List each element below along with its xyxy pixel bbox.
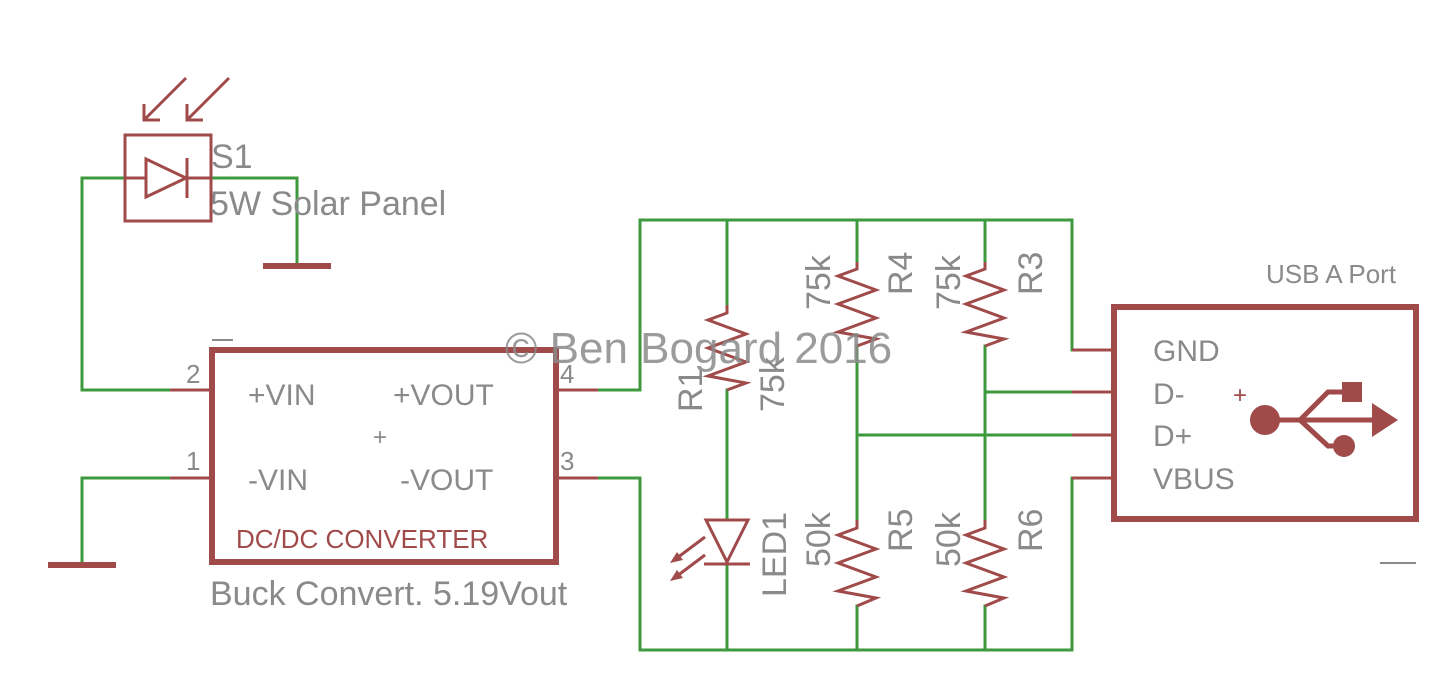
resistor-r1-zigzag	[702, 305, 752, 392]
resistor-r6-zigzag	[960, 520, 1010, 608]
resistor-r3-value: 75k	[930, 254, 968, 310]
wires	[80, 176, 1115, 652]
resistor-r3-ref: R3	[1012, 252, 1050, 295]
led-ref: LED1	[756, 512, 794, 597]
usb-pin-label-gnd: GND	[1153, 335, 1220, 368]
copyright-watermark: © Ben Bogard 2016	[505, 324, 892, 373]
usb-body	[1111, 304, 1419, 522]
led-1[interactable]: LED1	[670, 512, 794, 597]
pin-label-vin-pos: +VIN	[248, 379, 316, 412]
solar-diode-triangle	[144, 156, 190, 200]
resistor-r6[interactable]: 50k R6	[930, 509, 1050, 608]
dc-dc-converter[interactable]: 2 1 4 3 +VIN -VIN +VOUT -VOUT + DC/DC CO…	[170, 339, 598, 613]
wire-solar-to-vin	[80, 176, 172, 392]
solar-panel[interactable]: S1 5W Solar Panel	[123, 76, 446, 223]
usb-pin-label-d-plus: D+	[1153, 420, 1192, 453]
led-triangle	[703, 518, 751, 566]
usb-origin-mark: +	[1233, 382, 1247, 409]
pin-label-vout-pos: +VOUT	[393, 379, 494, 412]
usb-a-port[interactable]: USB A Port GND D- D+ VBUS +	[1072, 259, 1419, 564]
converter-body	[209, 347, 559, 565]
resistor-r5-ref: R5	[882, 509, 920, 552]
usb-logo-icon	[1250, 382, 1398, 457]
resistor-r6-ref: R6	[1012, 509, 1050, 552]
converter-value: Buck Convert. 5.19Vout	[210, 575, 568, 613]
resistor-r3-zigzag	[960, 262, 1010, 348]
usb-pin-label-d-minus: D-	[1153, 378, 1185, 411]
pin-number-2: 2	[186, 359, 200, 389]
resistor-r4-ref: R4	[882, 252, 920, 295]
light-arrows-icon	[142, 76, 231, 122]
usb-pin-label-vbus: VBUS	[1153, 463, 1235, 496]
solar-ref-label: S1	[211, 138, 253, 176]
pin-label-vin-neg: -VIN	[248, 464, 308, 497]
wire-vin-neg-to-ground	[80, 476, 172, 565]
converter-title: DC/DC CONVERTER	[236, 524, 488, 554]
resistor-r1[interactable]: R1 75k	[672, 305, 792, 412]
resistor-r3[interactable]: 75k R3	[930, 252, 1050, 348]
wire-solar-to-ground	[210, 176, 299, 267]
solar-value-label: 5W Solar Panel	[210, 185, 446, 223]
resistor-r1-ref: R1	[672, 369, 710, 412]
converter-origin-mark: +	[373, 424, 387, 451]
pin-number-1: 1	[186, 446, 200, 476]
pin-number-4: 4	[560, 359, 574, 389]
resistor-r4-value: 75k	[800, 254, 838, 310]
resistor-r5-value: 50k	[800, 511, 838, 567]
usb-title: USB A Port	[1266, 259, 1397, 289]
pin-label-vout-neg: -VOUT	[400, 464, 493, 497]
resistor-r4-zigzag	[832, 262, 882, 348]
resistor-r5[interactable]: 50k R5	[800, 509, 920, 608]
resistor-r1-value: 75k	[754, 356, 792, 412]
resistor-r6-value: 50k	[930, 511, 968, 567]
resistor-r5-zigzag	[832, 520, 882, 608]
led-light-arrows-icon	[670, 535, 706, 581]
pin-number-3: 3	[560, 446, 574, 476]
resistor-r4[interactable]: 75k R4	[800, 252, 920, 348]
